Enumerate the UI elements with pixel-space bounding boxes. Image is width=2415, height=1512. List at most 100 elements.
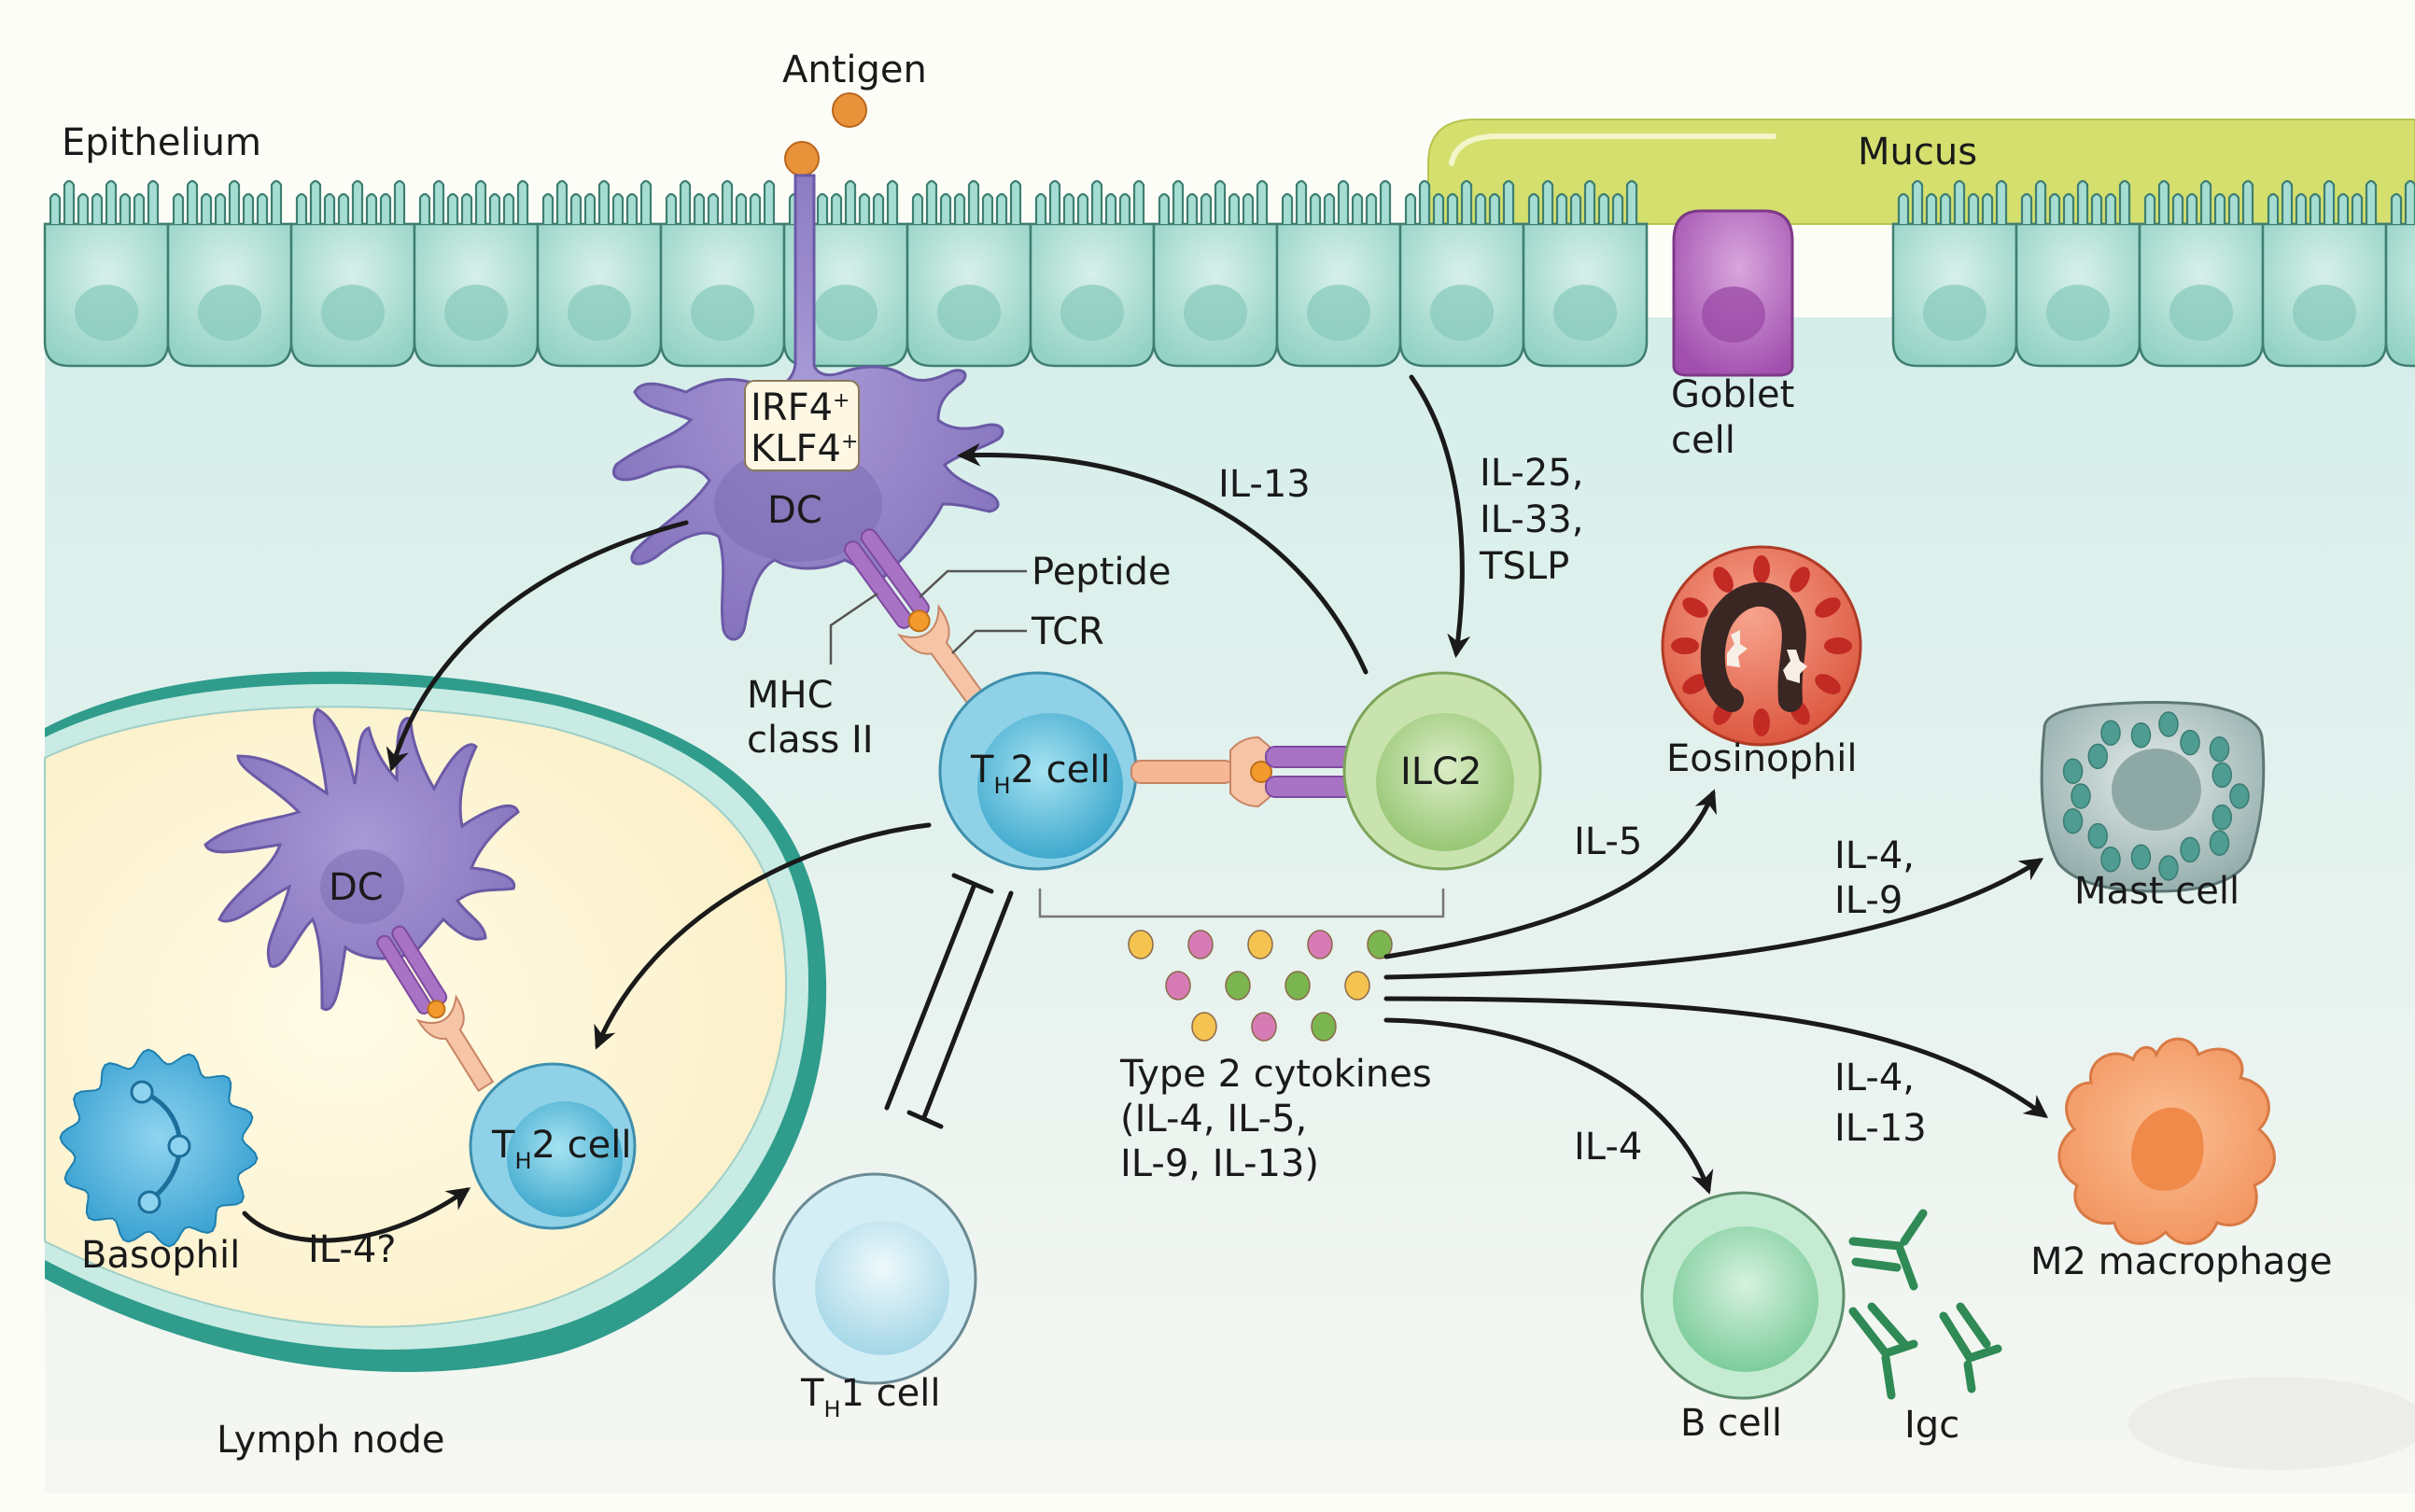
epithelial-cell: [2138, 179, 2265, 368]
epithelial-cell: [2384, 179, 2415, 368]
mucus-label: Mucus: [1858, 131, 1977, 174]
epithelial-cell: [43, 179, 170, 368]
cytokines-list-line1: (IL-4, IL-5,: [1120, 1098, 1307, 1141]
mast-cell-granule: [2180, 729, 2200, 756]
mast-cell-granule: [2180, 836, 2200, 863]
cytokine-dot-pink: [1165, 971, 1191, 1001]
mast-cell-granule: [2209, 830, 2230, 857]
dc-migration-arrow: [386, 520, 689, 772]
il4-question-label: IL-4?: [308, 1228, 397, 1271]
eosinophil-granule: [1682, 674, 1708, 694]
epithelial-cell: [1029, 179, 1156, 368]
alarmin-arrow: [1409, 374, 1471, 658]
il4-bcell-arrow: [1383, 1017, 1714, 1195]
epithelial-cell: [166, 179, 293, 368]
th2-cell-main: [938, 671, 1138, 871]
eosinophil-granule: [1815, 674, 1841, 694]
epithelial-cell: [1275, 179, 1402, 368]
igc-antibodies: [1848, 1209, 2002, 1400]
mast-cell-granule: [2130, 844, 2152, 871]
epithelial-cell: [1891, 179, 2018, 368]
cytokine-dot-pink: [1251, 1012, 1277, 1042]
th2-cell-main-label: TH2 cell: [970, 749, 1110, 799]
goblet-cell: [1672, 209, 1794, 377]
m2-macrophage: [2057, 1037, 2276, 1245]
mhc-tcr-complex-lymph: [376, 925, 495, 1093]
decorative-shadow: [2128, 1377, 2415, 1470]
mast-cytokine-label-2: IL-9: [1834, 879, 1903, 922]
antigen-label: Antigen: [782, 49, 927, 91]
tcr-label: TCR: [1031, 610, 1104, 653]
mast-cell-granule: [2211, 804, 2233, 831]
eosinophil-granule: [1671, 637, 1699, 654]
il4-basophil-arrow: [242, 1187, 471, 1243]
mast-cell-granule: [2130, 721, 2152, 749]
antigen-particle: [832, 92, 867, 128]
eosinophil-label: Eosinophil: [1666, 737, 1858, 780]
mast-cell-granule: [2100, 846, 2121, 873]
mast-cell-granule: [2062, 807, 2084, 834]
alarmin-label-1: IL-25,: [1480, 452, 1583, 495]
dendritic-cell-top: [612, 174, 1004, 641]
cytokine-dot-yellow: [1344, 971, 1370, 1001]
mast-cell-granule: [2100, 720, 2121, 747]
epithelial-cell: [1522, 179, 1649, 368]
epithelium-label: Epithelium: [62, 121, 261, 164]
mast-cytokine-label-1: IL-4,: [1834, 834, 1915, 877]
eosinophil-granule: [1713, 567, 1734, 593]
mast-cell-granule: [2209, 735, 2230, 763]
ilc2-label: ILC2: [1400, 750, 1481, 793]
mhc-tcr-complex-top: [843, 528, 993, 718]
eosinophil-cell: [1661, 545, 1862, 747]
il4-il9-mast-arrow: [1383, 858, 2044, 980]
th2-recirculation-arrow: [594, 822, 932, 1050]
il5-eosinophil-arrow: [1383, 789, 1717, 959]
dendritic-cell-lymph: [204, 707, 520, 1012]
th2-ilc2-interaction: [1130, 735, 1355, 808]
b-cell-label: B cell: [1680, 1402, 1782, 1445]
th1-cell: [772, 1172, 977, 1385]
m2-macrophage-label: M2 macrophage: [2030, 1240, 2332, 1283]
il13-arrow: [957, 442, 1369, 675]
peptide-leader-line: [919, 569, 1027, 598]
mhc-leader-line: [829, 592, 878, 665]
epithelium-layer: [43, 179, 2415, 368]
cytokine-dot-green: [1367, 930, 1393, 959]
type2-cytokine-dots: [1128, 930, 1393, 1042]
macrophage-cytokine-label-2: IL-13: [1834, 1107, 1927, 1150]
alarmin-label-3: TSLP: [1479, 545, 1569, 588]
epithelial-cell: [659, 179, 786, 368]
mast-cell-label: Mast cell: [2074, 870, 2239, 913]
epithelial-cell: [906, 179, 1032, 368]
cytokine-dot-yellow: [1191, 1012, 1217, 1042]
irf4-label: IRF4+: [751, 386, 849, 429]
cytokine-dot-green: [1225, 971, 1251, 1001]
basophil-cell: [59, 1048, 259, 1248]
th2-ilc2-bracket: [1038, 889, 1445, 918]
cytokines-title: Type 2 cytokines: [1119, 1053, 1432, 1096]
epithelial-cell: [1152, 179, 1279, 368]
mast-cell-granule: [2087, 743, 2108, 770]
ilc2-cell: [1342, 671, 1542, 871]
antigen-particle-captured: [784, 141, 820, 176]
cytokine-dot-yellow: [1128, 930, 1154, 959]
mast-cell: [2040, 701, 2266, 893]
cytokine-dot-pink: [1187, 930, 1214, 959]
mucus-highlight: [1449, 133, 1776, 166]
eosinophil-granule: [1682, 597, 1708, 618]
b-cell: [1640, 1191, 1846, 1400]
cytokine-dot-yellow: [1247, 930, 1273, 959]
eosinophil-granule: [1790, 567, 1810, 593]
th2-cell-lymph-label: TH2 cell: [491, 1124, 631, 1174]
mast-cell-granule: [2158, 855, 2179, 881]
mast-cell-granule: [2158, 711, 2179, 737]
epithelial-cell: [2261, 179, 2388, 368]
cytokine-dot-pink: [1307, 930, 1333, 959]
cytokines-list-line2: IL-9, IL-13): [1120, 1142, 1319, 1185]
mast-cell-granule: [2062, 758, 2084, 785]
peptide-label: Peptide: [1032, 551, 1172, 594]
mhc-label-line1: MHC: [747, 674, 834, 717]
th2-cell-lymph: [469, 1062, 637, 1230]
klf4-label: KLF4+: [751, 427, 858, 470]
